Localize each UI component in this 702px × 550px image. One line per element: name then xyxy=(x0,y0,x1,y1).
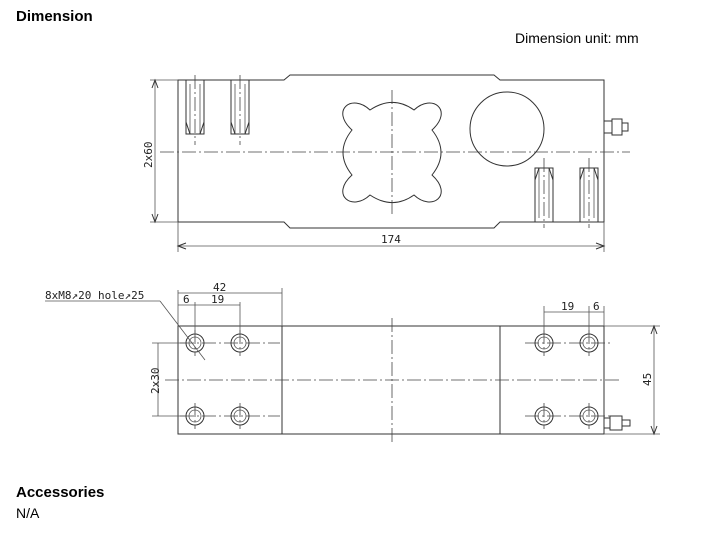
unit-note: Dimension unit: mm xyxy=(515,30,639,46)
dim-label-6-right: 6 xyxy=(593,300,600,313)
bolt-hole-right-4 xyxy=(579,403,599,429)
dim-label-45: 45 xyxy=(641,373,654,386)
cable-connector-bottom xyxy=(603,415,631,431)
leader-line xyxy=(159,300,206,361)
dim-label-42: 42 xyxy=(213,281,226,294)
bolt-hole-left-4 xyxy=(230,403,250,429)
dim-label-19-right: 19 xyxy=(561,300,574,313)
strain-cutout xyxy=(342,102,442,203)
dim-label-2x30: 2x30 xyxy=(149,368,162,395)
threaded-hole-right-1 xyxy=(534,158,554,228)
length-dim-label: 174 xyxy=(381,233,401,246)
dim-label-6-left: 6 xyxy=(183,293,190,306)
thread-note: 8xM8↗20 hole↗25 xyxy=(45,289,144,302)
top-view: 2x60 174 xyxy=(142,74,630,252)
round-hole xyxy=(469,91,545,167)
bottom-view: 8xM8↗20 hole↗25 42 6 19 19 6 2x30 45 xyxy=(45,281,660,442)
bolt-hole-right-3 xyxy=(534,403,554,429)
cable-connector-top xyxy=(603,118,629,136)
dimension-heading: Dimension xyxy=(16,8,93,25)
accessories-heading: Accessories xyxy=(16,484,105,501)
threaded-hole-right-2 xyxy=(579,158,599,228)
bolt-hole-left-3 xyxy=(185,403,205,429)
load-cell-body-top xyxy=(177,74,605,229)
dim-label-19-left: 19 xyxy=(211,293,224,306)
threaded-hole-left-1 xyxy=(185,75,205,145)
accessories-value: N/A xyxy=(16,505,40,521)
threaded-hole-left-2 xyxy=(230,75,250,145)
height-dim-label: 2x60 xyxy=(142,142,155,169)
